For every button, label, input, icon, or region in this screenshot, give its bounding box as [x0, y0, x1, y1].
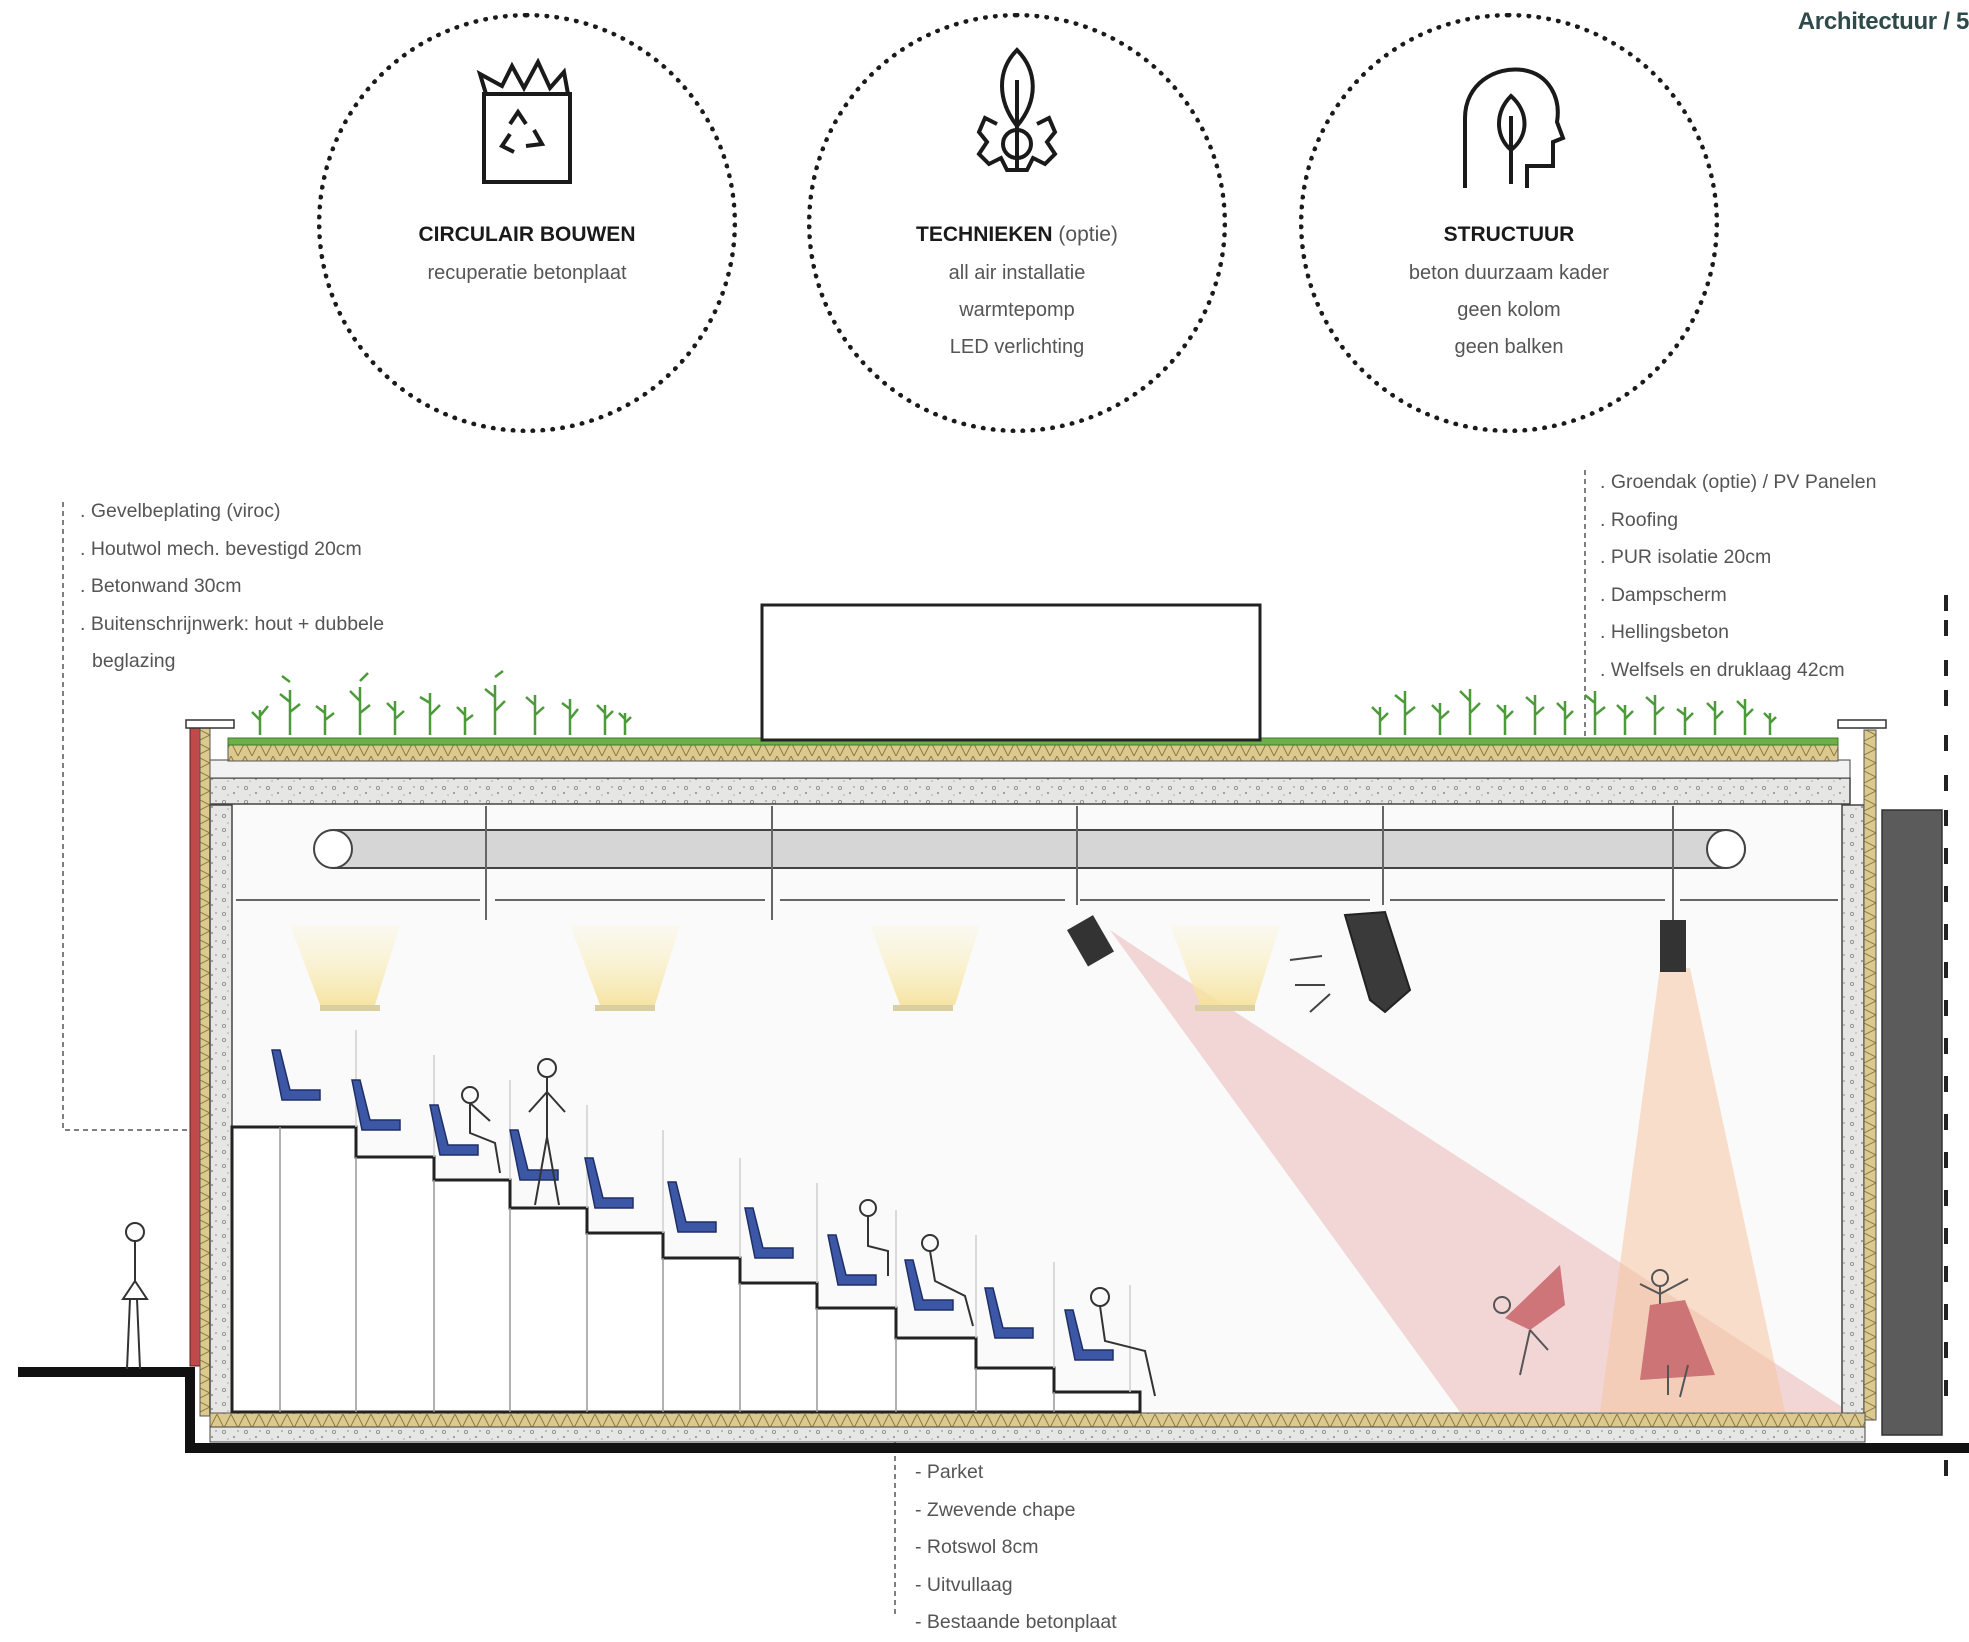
circle-line: beton duurzaam kader: [1408, 262, 1610, 284]
circle-title: STRUCTUUR: [1443, 223, 1575, 246]
dancers: [1493, 1265, 1715, 1398]
note-item: - Parket: [915, 1461, 984, 1483]
roof-technical-box: [760, 603, 1262, 742]
note-item: . Groendak (optie) / PV Panelen: [1600, 471, 1877, 493]
right-wall: [1837, 595, 1948, 1478]
roof-structure: [209, 737, 1851, 805]
note-item: - Rotswol 8cm: [915, 1536, 1039, 1558]
facade-notes: . Gevelbeplating (viroc) . Houtwol mech.…: [80, 493, 384, 681]
tribune: [230, 1030, 1142, 1414]
leader-line: [62, 502, 190, 1131]
circle-techniques: TECHNIEKEN (optie) all air installatie w…: [807, 13, 1227, 433]
circle-circular-building: CIRCULAIR BOUWEN recuperatie betonplaat: [317, 13, 737, 433]
note-item: . PUR isolatie 20cm: [1600, 546, 1772, 568]
note-item: . Buitenschrijnwerk: hout + dubbele: [80, 612, 385, 635]
circle-line: geen kolom: [1457, 299, 1561, 321]
page-title: Architectuur / 5: [1797, 8, 1969, 35]
note-item: . Dampscherm: [1600, 583, 1727, 606]
led-lights: [290, 925, 1280, 1011]
spotlight-orange: [1600, 968, 1785, 1412]
ventilation-duct: [313, 829, 1746, 869]
green-roof-plants: [251, 670, 1777, 735]
stage-equipment: [1067, 910, 1686, 1014]
gear-leaf-icon: [957, 40, 1077, 205]
seats: [271, 1049, 1114, 1361]
note-item: - Zwevende chape: [915, 1498, 1076, 1521]
floor-notes: - Parket - Zwevende chape - Rotswol 8cm …: [915, 1454, 1117, 1642]
circle-line: warmtepomp: [959, 299, 1075, 321]
circle-line: LED verlichting: [949, 336, 1085, 358]
recycle-bin-icon: [472, 57, 582, 193]
roof-notes: . Groendak (optie) / PV Panelen . Roofin…: [1600, 464, 1876, 689]
circle-line: recuperatie betonplaat: [427, 262, 627, 284]
note-item: beglazing: [92, 650, 176, 672]
note-item: . Welfsels en druklaag 42cm: [1600, 658, 1845, 681]
circle-line: geen balken: [1454, 336, 1564, 358]
spotlight-red: [1110, 930, 1850, 1412]
note-item: - Bestaande betonplaat: [915, 1611, 1117, 1633]
note-item: . Houtwol mech. bevestigd 20cm: [80, 537, 362, 560]
circle-title: CIRCULAIR BOUWEN: [418, 223, 636, 246]
note-item: . Hellingsbeton: [1600, 621, 1729, 643]
note-item: - Uitvullaag: [915, 1573, 1013, 1596]
circle-title: TECHNIEKEN: [916, 223, 1053, 246]
left-wall: [185, 719, 235, 1417]
ceiling-panels: [236, 806, 1838, 920]
circle-line: all air installatie: [948, 262, 1086, 284]
floor-structure: [18, 1367, 1969, 1453]
note-item: . Roofing: [1600, 508, 1679, 531]
head-leaf-icon: [1449, 58, 1569, 203]
circle-title-suffix: (optie): [1058, 223, 1118, 246]
note-item: . Betonwand 30cm: [80, 575, 242, 597]
note-item: . Gevelbeplating (viroc): [80, 500, 281, 522]
circle-structure: STRUCTUUR beton duurzaam kader geen kolo…: [1299, 13, 1719, 433]
people: [121, 1058, 1156, 1397]
